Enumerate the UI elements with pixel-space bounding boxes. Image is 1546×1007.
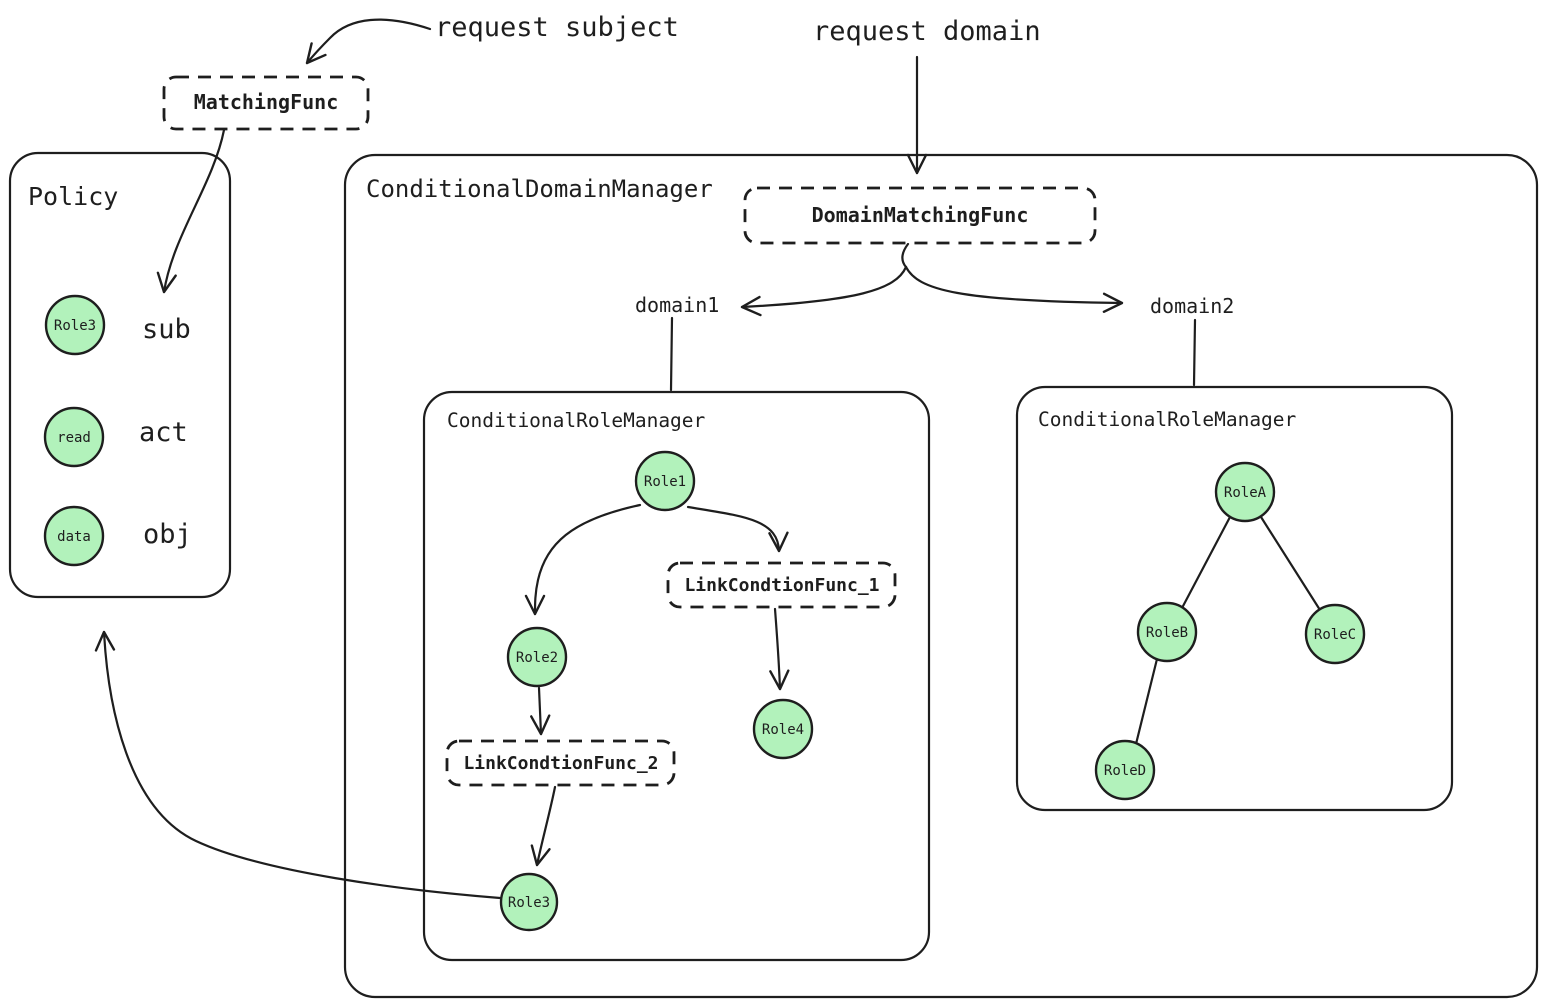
conditional-role-manager-2-box bbox=[1015, 385, 1454, 812]
edge-matching-func-to-policy-sub bbox=[156, 128, 226, 294]
policy-field-sub: sub bbox=[142, 314, 191, 345]
domain-matching-func-label: DomainMatchingFunc bbox=[812, 203, 1029, 227]
policy-field-act: act bbox=[139, 417, 188, 448]
domain1-label: domain1 bbox=[635, 293, 719, 317]
link-condition-func-1-box bbox=[666, 561, 897, 609]
edge-domain1-to-role-manager-1 bbox=[669, 316, 674, 392]
edge-role1-to-role2 bbox=[524, 503, 642, 616]
edge-role3-to-policy bbox=[94, 630, 502, 900]
node-role3-label: Role3 bbox=[508, 895, 550, 911]
policy-node-data bbox=[43, 505, 105, 567]
policy-node-role3-label: Role3 bbox=[54, 318, 96, 334]
link-condition-func-2-label: LinkCondtionFunc_2 bbox=[463, 753, 658, 774]
node-roleC bbox=[1304, 603, 1366, 665]
node-roleD bbox=[1094, 739, 1156, 801]
policy-box bbox=[8, 151, 232, 599]
node-roleD-label: RoleD bbox=[1104, 763, 1146, 779]
policy-field-obj: obj bbox=[143, 519, 192, 550]
node-roleB bbox=[1136, 601, 1198, 663]
domain-matching-func-box bbox=[743, 186, 1097, 245]
edge-roleA-to-roleC bbox=[1259, 515, 1322, 612]
matching-func-box bbox=[162, 75, 370, 131]
policy-node-read-label: read bbox=[57, 430, 91, 446]
node-role4-label: Role4 bbox=[762, 722, 804, 738]
node-role2 bbox=[506, 626, 568, 688]
policy-node-read bbox=[43, 406, 105, 468]
node-roleC-label: RoleC bbox=[1314, 627, 1356, 643]
conditional-role-manager-1-title: ConditionalRoleManager bbox=[447, 409, 705, 432]
edge-link-condition-func-1-to-role4 bbox=[769, 607, 790, 691]
edge-domain2-to-role-manager-2 bbox=[1192, 318, 1197, 387]
edge-roleA-to-roleB bbox=[1180, 515, 1232, 610]
node-roleB-label: RoleB bbox=[1146, 625, 1188, 641]
conditional-domain-manager-title: ConditionalDomainManager bbox=[366, 175, 713, 203]
matching-func-label: MatchingFunc bbox=[194, 90, 339, 114]
edge-link-condition-func-2-to-role3 bbox=[530, 785, 557, 867]
edge-domain-split-stem bbox=[901, 242, 910, 269]
edge-split-to-domain2 bbox=[904, 265, 1124, 313]
edge-split-to-domain1 bbox=[740, 265, 908, 317]
link-condition-func-1-label: LinkCondtionFunc_1 bbox=[684, 575, 879, 596]
edge-roleB-to-roleD bbox=[1134, 657, 1159, 746]
request-subject-label: request subject bbox=[435, 12, 679, 43]
node-roleA-label: RoleA bbox=[1224, 485, 1267, 501]
conditional-role-manager-1-box bbox=[422, 390, 931, 962]
policy-node-data-label: data bbox=[57, 529, 91, 545]
node-role3 bbox=[499, 872, 559, 932]
node-roleA bbox=[1214, 461, 1276, 523]
link-condition-func-2-box bbox=[445, 739, 676, 787]
node-role1-label: Role1 bbox=[644, 474, 686, 490]
conditional-role-manager-2-title: ConditionalRoleManager bbox=[1038, 408, 1296, 431]
edge-role1-to-link-condition-func-1 bbox=[686, 505, 789, 553]
domain2-label: domain2 bbox=[1150, 294, 1234, 318]
node-role1 bbox=[634, 450, 696, 512]
edge-role2-to-link-condition-func-2 bbox=[530, 686, 551, 736]
policy-title: Policy bbox=[28, 182, 118, 211]
request-domain-label: request domain bbox=[813, 16, 1041, 47]
node-role4 bbox=[752, 698, 814, 760]
policy-node-role3 bbox=[44, 294, 106, 356]
edge-request-subject-to-matching-func bbox=[305, 18, 432, 65]
node-role2-label: Role2 bbox=[516, 650, 558, 666]
